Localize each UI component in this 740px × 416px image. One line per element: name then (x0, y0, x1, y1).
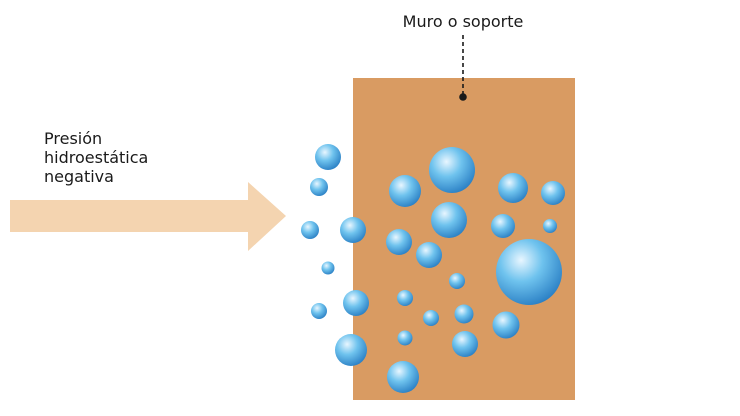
water-bubble (397, 330, 413, 346)
water-bubble (301, 221, 319, 239)
water-bubble (496, 239, 562, 305)
water-bubble (492, 311, 520, 339)
water-bubble (543, 219, 557, 233)
pressure-arrow (10, 182, 286, 251)
water-bubble (389, 175, 421, 207)
water-bubble (315, 144, 341, 170)
water-bubble (454, 304, 474, 324)
water-bubble (498, 173, 528, 203)
water-bubble (340, 217, 366, 243)
water-bubble (386, 229, 412, 255)
water-bubble (429, 147, 475, 193)
pressure-label-line-1: Presión (44, 129, 102, 148)
water-bubble (397, 290, 413, 306)
wall-label: Muro o soporte (403, 12, 524, 31)
water-bubble (449, 273, 465, 289)
water-bubble (343, 290, 369, 316)
pressure-label-line-2: hidroestática (44, 148, 148, 167)
water-bubble (431, 202, 467, 238)
water-bubble (335, 334, 367, 366)
wall-pointer-dot (459, 93, 467, 101)
water-bubble (387, 361, 419, 393)
water-bubble (452, 331, 478, 357)
water-bubble (321, 261, 335, 275)
water-bubble (310, 178, 328, 196)
water-bubble (416, 242, 442, 268)
pressure-label-line-3: negativa (44, 167, 114, 186)
water-bubbles (301, 144, 565, 393)
water-bubble (311, 303, 327, 319)
water-bubble (491, 214, 515, 238)
water-bubble (423, 310, 439, 326)
water-bubble (541, 181, 565, 205)
